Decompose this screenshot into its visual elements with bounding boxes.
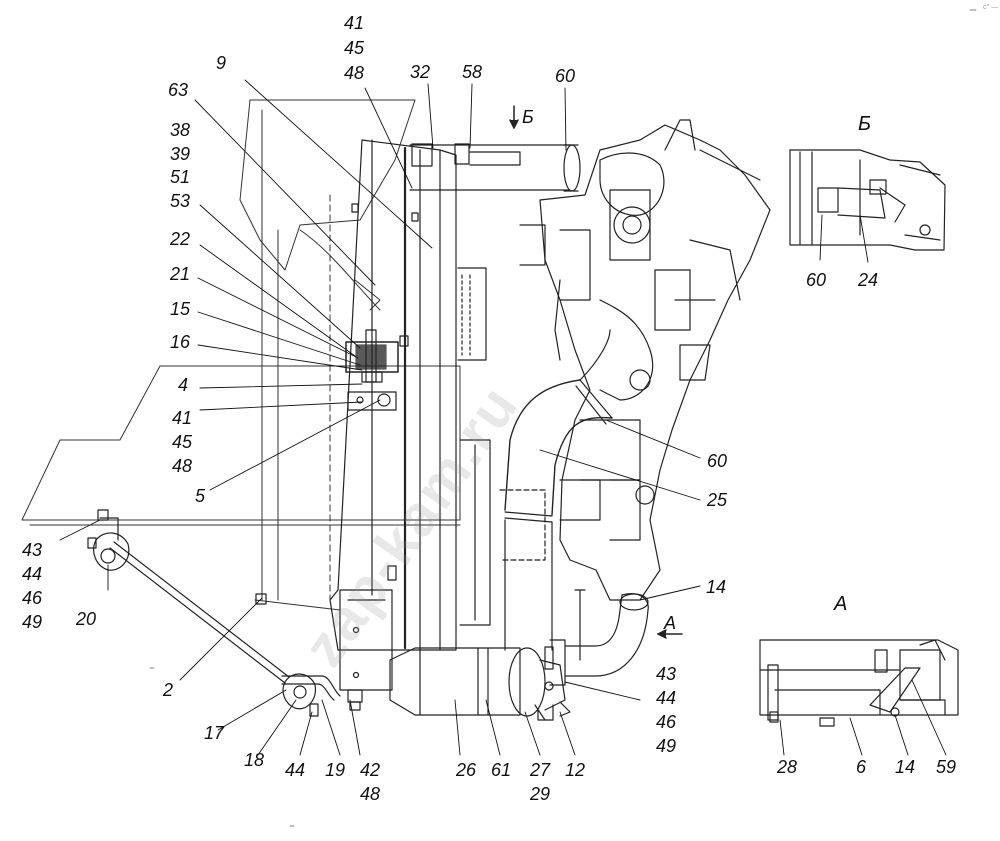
view-b-title: Б (858, 113, 872, 135)
callout-16: 16 (170, 332, 191, 352)
callout-17: 17 (204, 723, 225, 743)
callout-41-top: 41 (344, 13, 365, 33)
curved-pipe (504, 379, 613, 651)
callout-45-top: 45 (344, 38, 365, 58)
elbow-pipe (549, 593, 649, 686)
view-b-arrow-label: Б (522, 107, 534, 127)
callout-42: 42 (360, 760, 381, 780)
callout-22: 22 (170, 229, 191, 249)
view-a-title: А (834, 593, 848, 615)
callout-15: 15 (170, 299, 191, 319)
tick-marks (149, 9, 977, 827)
callout-26: 26 (456, 760, 477, 780)
callout-28-view-a: 28 (777, 757, 798, 777)
callout-41-mid: 41 (172, 408, 193, 428)
linkage-rod (87, 509, 341, 717)
callout-2: 2 (163, 680, 174, 700)
callout-14-view-a: 14 (895, 757, 916, 777)
callout-5: 5 (195, 486, 206, 506)
callout-60-mid: 60 (707, 451, 728, 471)
callout-25: 25 (707, 490, 728, 510)
callout-44-right: 44 (656, 688, 677, 708)
callout-53: 53 (170, 191, 191, 211)
callout-32: 32 (410, 62, 431, 82)
callout-27: 27 (530, 760, 551, 780)
callout-21: 21 (170, 264, 191, 284)
callout-48-top: 48 (344, 63, 365, 83)
engine (499, 119, 771, 661)
callout-12: 12 (565, 760, 586, 780)
callout-51: 51 (170, 167, 191, 187)
callout-45-mid: 45 (172, 432, 193, 452)
leader-lines (59, 79, 947, 756)
callout-48-bottom: 48 (360, 784, 381, 804)
callout-24-view-b: 24 (858, 270, 879, 290)
callout-43-left: 43 (22, 540, 43, 560)
shroud (457, 267, 491, 626)
callout-60-view-b: 60 (806, 270, 827, 290)
callout-49-right: 49 (656, 736, 677, 756)
view-a-inset (759, 639, 959, 727)
callout-29: 29 (530, 784, 551, 804)
callout-19: 19 (325, 760, 346, 780)
callout-49-left: 49 (22, 612, 43, 632)
callout-9: 9 (216, 53, 227, 73)
callout-18: 18 (244, 750, 265, 770)
callout-46-right: 46 (656, 712, 677, 732)
air-cleaner (347, 646, 571, 721)
callout-14-main: 14 (706, 577, 727, 597)
callout-59-view-a: 59 (936, 757, 957, 777)
callout-48-mid: 48 (172, 456, 193, 476)
view-arrows (509, 105, 683, 639)
radiator (255, 139, 457, 691)
callout-46-left: 46 (22, 588, 43, 608)
callout-43-right: 43 (656, 664, 677, 684)
callout-20: 20 (76, 609, 97, 629)
callout-6-view-a: 6 (856, 757, 867, 777)
callout-38: 38 (170, 120, 191, 140)
callout-60-top: 60 (555, 66, 576, 86)
callout-44-left: 44 (22, 564, 43, 584)
corner-stamp: c° — (983, 4, 999, 11)
callout-4: 4 (178, 375, 189, 395)
view-b-inset (789, 149, 946, 251)
callout-61: 61 (491, 760, 512, 780)
callout-44: 44 (285, 760, 306, 780)
cab-panels (21, 99, 461, 611)
callout-39: 39 (170, 144, 191, 164)
top-pipe (409, 143, 581, 192)
view-a-arrow-label: А (664, 613, 677, 633)
callout-58: 58 (462, 62, 483, 82)
callout-63: 63 (168, 80, 189, 100)
